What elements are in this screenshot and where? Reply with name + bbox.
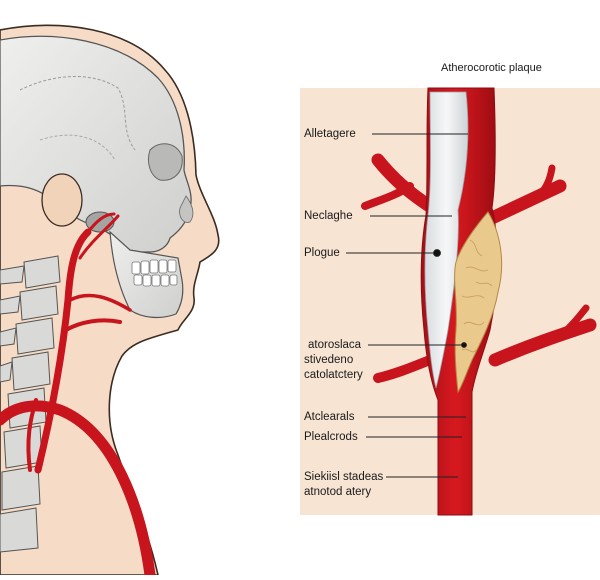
neck-arteries	[0, 212, 156, 580]
label-neclaghe: Neclaghe	[304, 210, 353, 222]
artery-lumen	[424, 91, 469, 389]
label-atoroslaca: atoroslaca	[308, 339, 362, 351]
eye-orbit	[147, 143, 183, 181]
leader-lines	[346, 133, 468, 478]
cervical-spine	[0, 255, 61, 553]
label-stivedeno: stivedeno	[304, 354, 354, 366]
diagram-title: Atherocorotic plaque	[441, 62, 542, 74]
label-alletagere: Alletagere	[304, 128, 356, 140]
label-atnotod-atery: atnotod atery	[304, 486, 372, 498]
artery-panel	[300, 87, 600, 516]
label-catolatctery: catolatctery	[304, 369, 363, 381]
ear	[41, 173, 83, 227]
plaque	[454, 211, 503, 394]
label-siekiisl-stadeas: Siekiisl stadeas	[304, 471, 384, 483]
teeth	[131, 259, 178, 287]
head-neck-illustration	[0, 24, 220, 580]
label-atclearals: Atclearals	[304, 411, 355, 423]
label-plealcrods: Plealcrods	[304, 431, 358, 443]
label-plogue: Plogue	[304, 247, 340, 259]
